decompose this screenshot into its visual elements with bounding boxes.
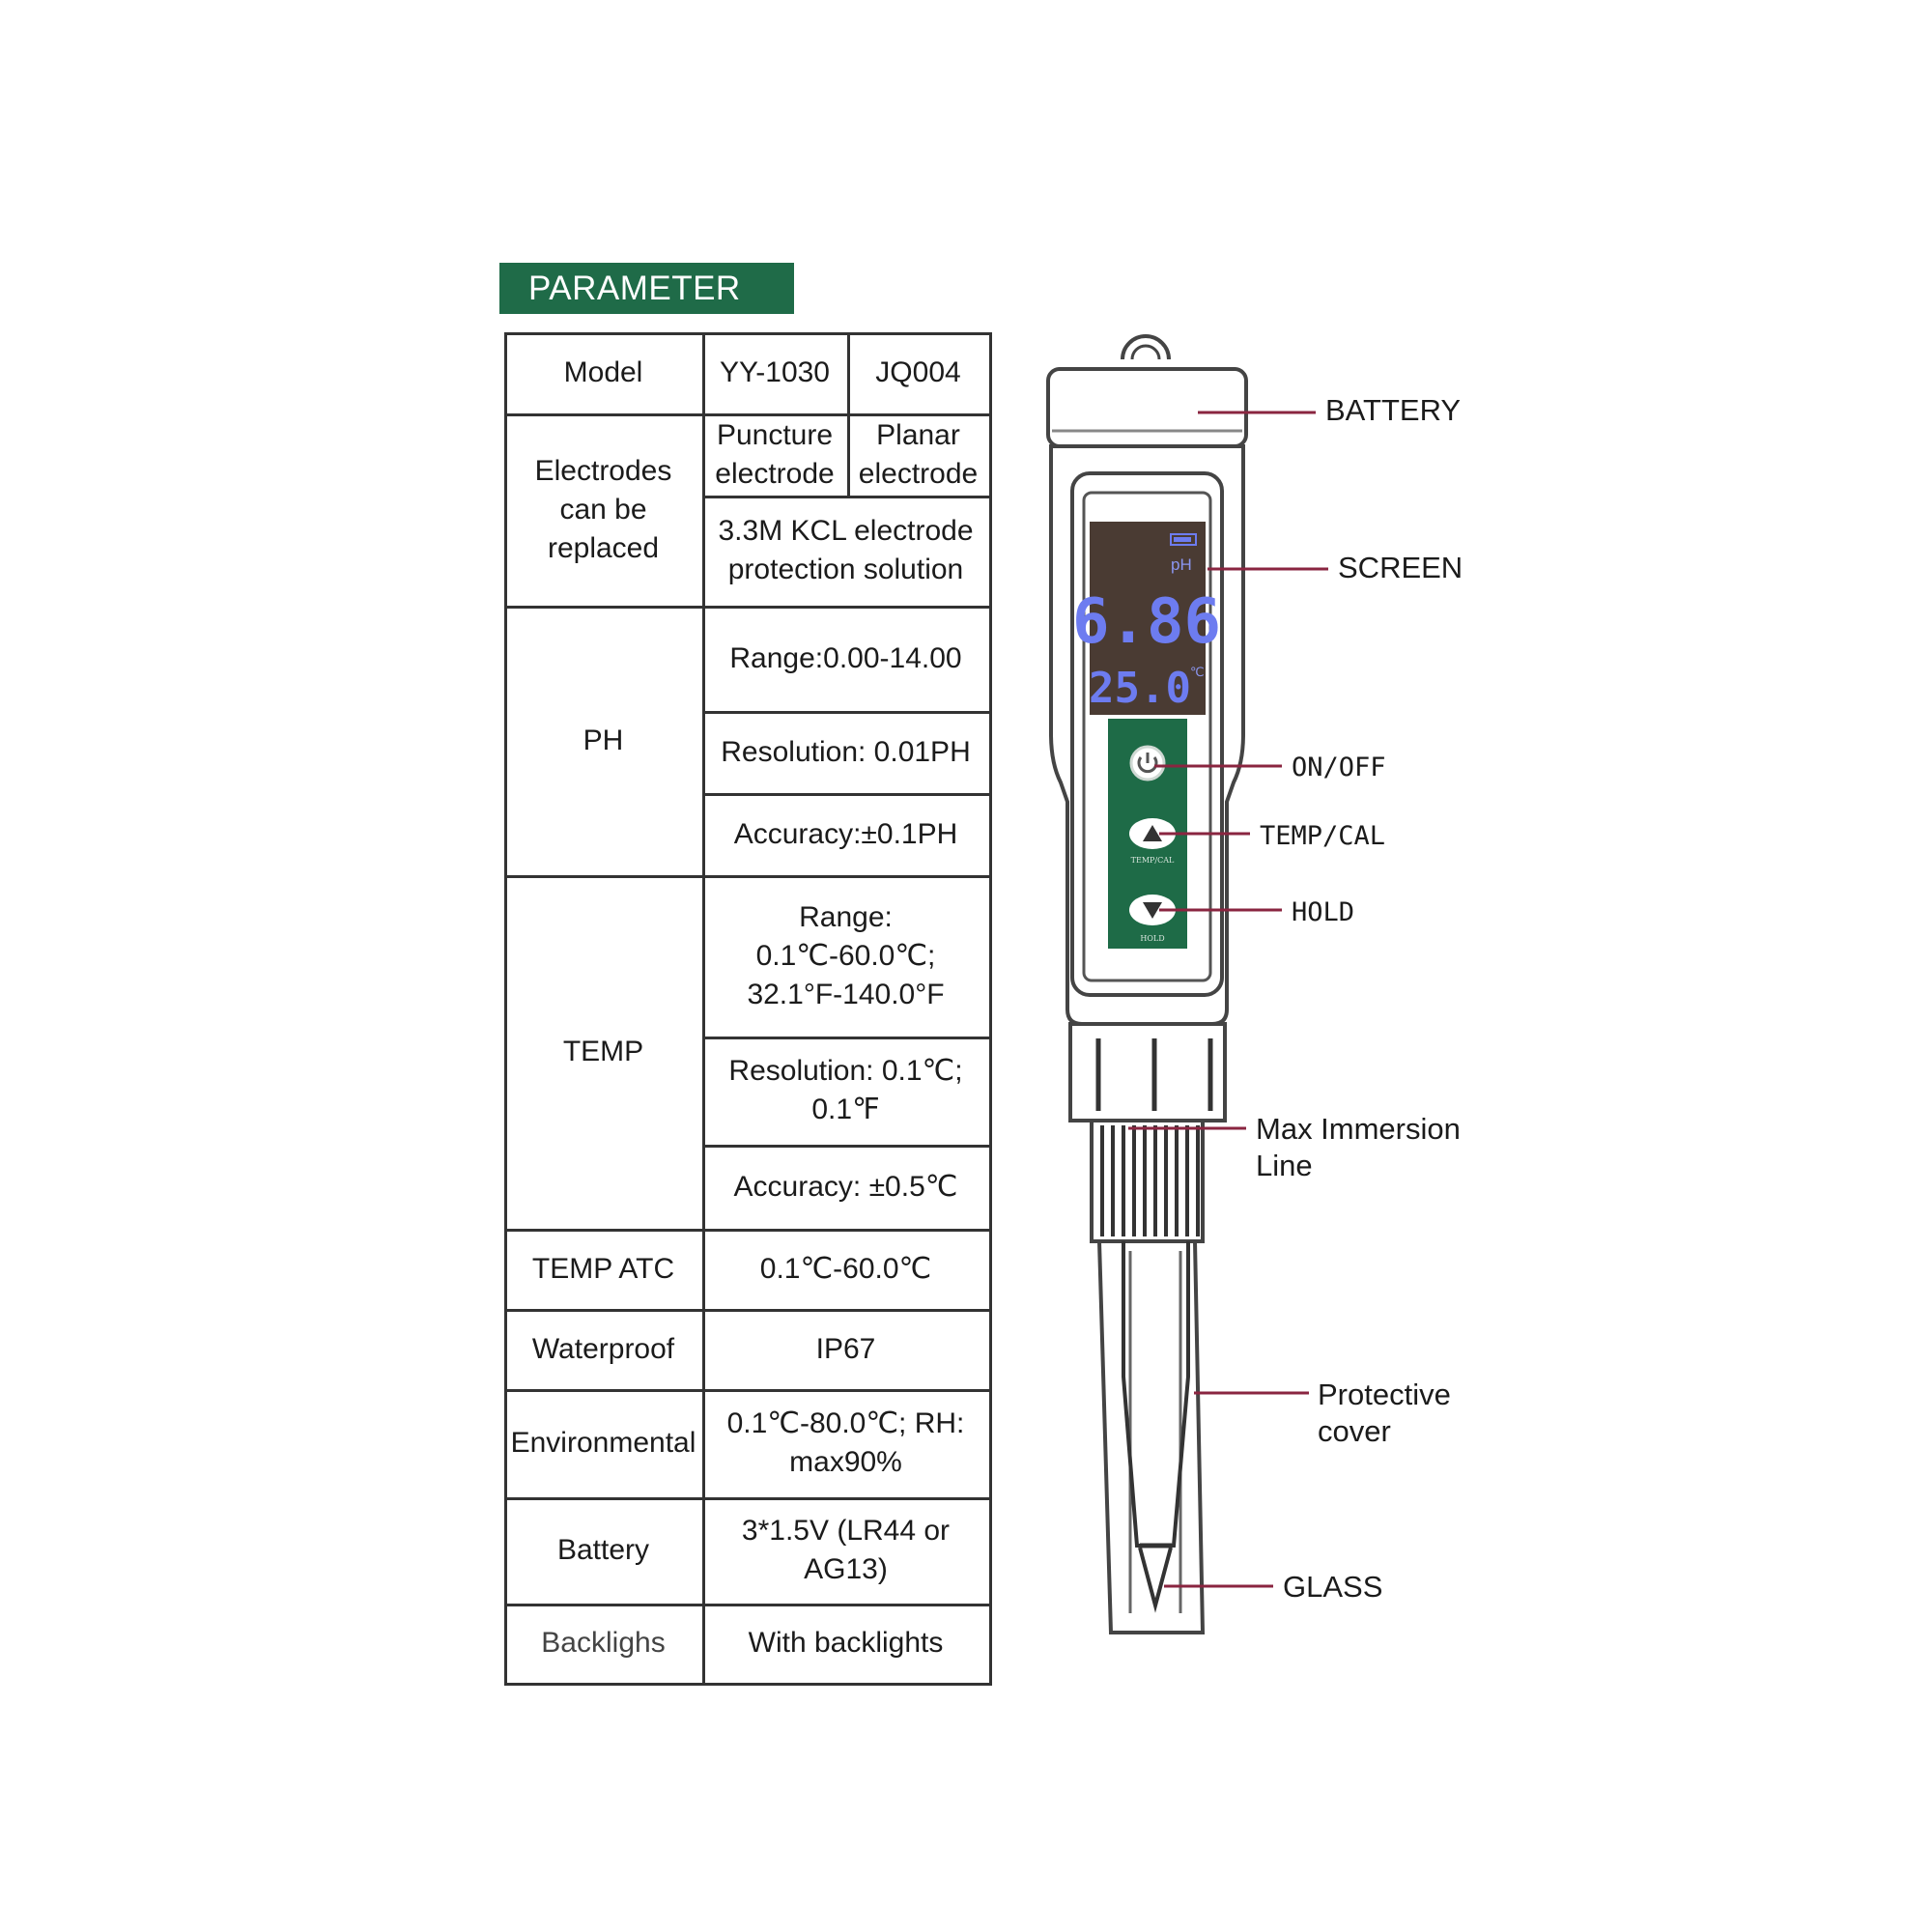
waterproof-label: Waterproof (504, 1309, 705, 1392)
glass-tip (1138, 1547, 1173, 1613)
label-glass: GLASS (1283, 1570, 1383, 1604)
electrodes-label: Electrodes can be replaced (504, 413, 705, 609)
ph-range: Range:0.00-14.00 (702, 606, 992, 714)
label-temp-cal: TEMP/CAL (1260, 821, 1386, 851)
atc-value: 0.1℃-60.0℃ (702, 1229, 992, 1312)
table-left-border (504, 332, 507, 1686)
parameter-header: PARAMETER (499, 263, 794, 314)
ph-label: PH (504, 606, 705, 878)
lcd-screen (1090, 522, 1206, 715)
waterproof-value: IP67 (702, 1309, 992, 1392)
backlights-label: Backlighs (504, 1604, 705, 1686)
backlights-value: With backlights (702, 1604, 992, 1686)
ph-resolution: Resolution: 0.01PH (702, 711, 992, 796)
temp-label: TEMP (504, 875, 705, 1232)
lcd-temp-unit: ℃ (1190, 666, 1205, 680)
label-protective-cover: Protective cover (1318, 1378, 1451, 1448)
lcd-temp: 25.0 (1089, 664, 1191, 713)
electrode-b: Planar electrode (847, 413, 992, 498)
model-b: JQ004 (847, 332, 992, 416)
model-a: YY-1030 (702, 332, 850, 416)
battery-value: 3*1.5V (LR44 or AG13) (702, 1497, 992, 1606)
battery-cap (1046, 367, 1248, 448)
environmental-label: Environmental (504, 1389, 705, 1500)
threaded-section (1090, 1119, 1205, 1243)
temp-accuracy: Accuracy: ±0.5℃ (702, 1145, 992, 1232)
label-on-off: ON/OFF (1292, 753, 1386, 782)
hanging-ring (1121, 334, 1171, 360)
lcd-battery-icon (1170, 533, 1197, 546)
triangle-up-icon (1143, 825, 1162, 841)
lcd-ph-unit: pH (1171, 555, 1192, 574)
lcd-reading: 6.86 (1072, 586, 1221, 658)
label-screen: SCREEN (1338, 551, 1463, 584)
battery-label: Battery (504, 1497, 705, 1606)
label-max-immersion: Max Immersion Line (1256, 1112, 1461, 1182)
model-label: Model (504, 332, 705, 416)
collar (1068, 1022, 1227, 1122)
power-icon (1137, 753, 1158, 774)
temp-cal-button-caption: TEMP/CAL (1131, 856, 1175, 865)
environmental-value: 0.1℃-80.0℃; RH: max90% (702, 1389, 992, 1500)
table-top-border (504, 332, 992, 335)
ph-accuracy: Accuracy:±0.1PH (702, 793, 992, 878)
electrode-solution: 3.3M KCL electrode protection solution (702, 496, 992, 609)
label-hold: HOLD (1292, 897, 1355, 927)
temp-range: Range: 0.1℃-60.0℃; 32.1°F-140.0°F (702, 875, 992, 1039)
temp-resolution: Resolution: 0.1℃; 0.1℉ (702, 1037, 992, 1148)
hold-button-caption: HOLD (1140, 934, 1164, 943)
atc-label: TEMP ATC (504, 1229, 705, 1312)
triangle-down-icon (1143, 902, 1162, 919)
electrode-a: Puncture electrode (702, 413, 850, 498)
label-battery: BATTERY (1325, 393, 1462, 427)
